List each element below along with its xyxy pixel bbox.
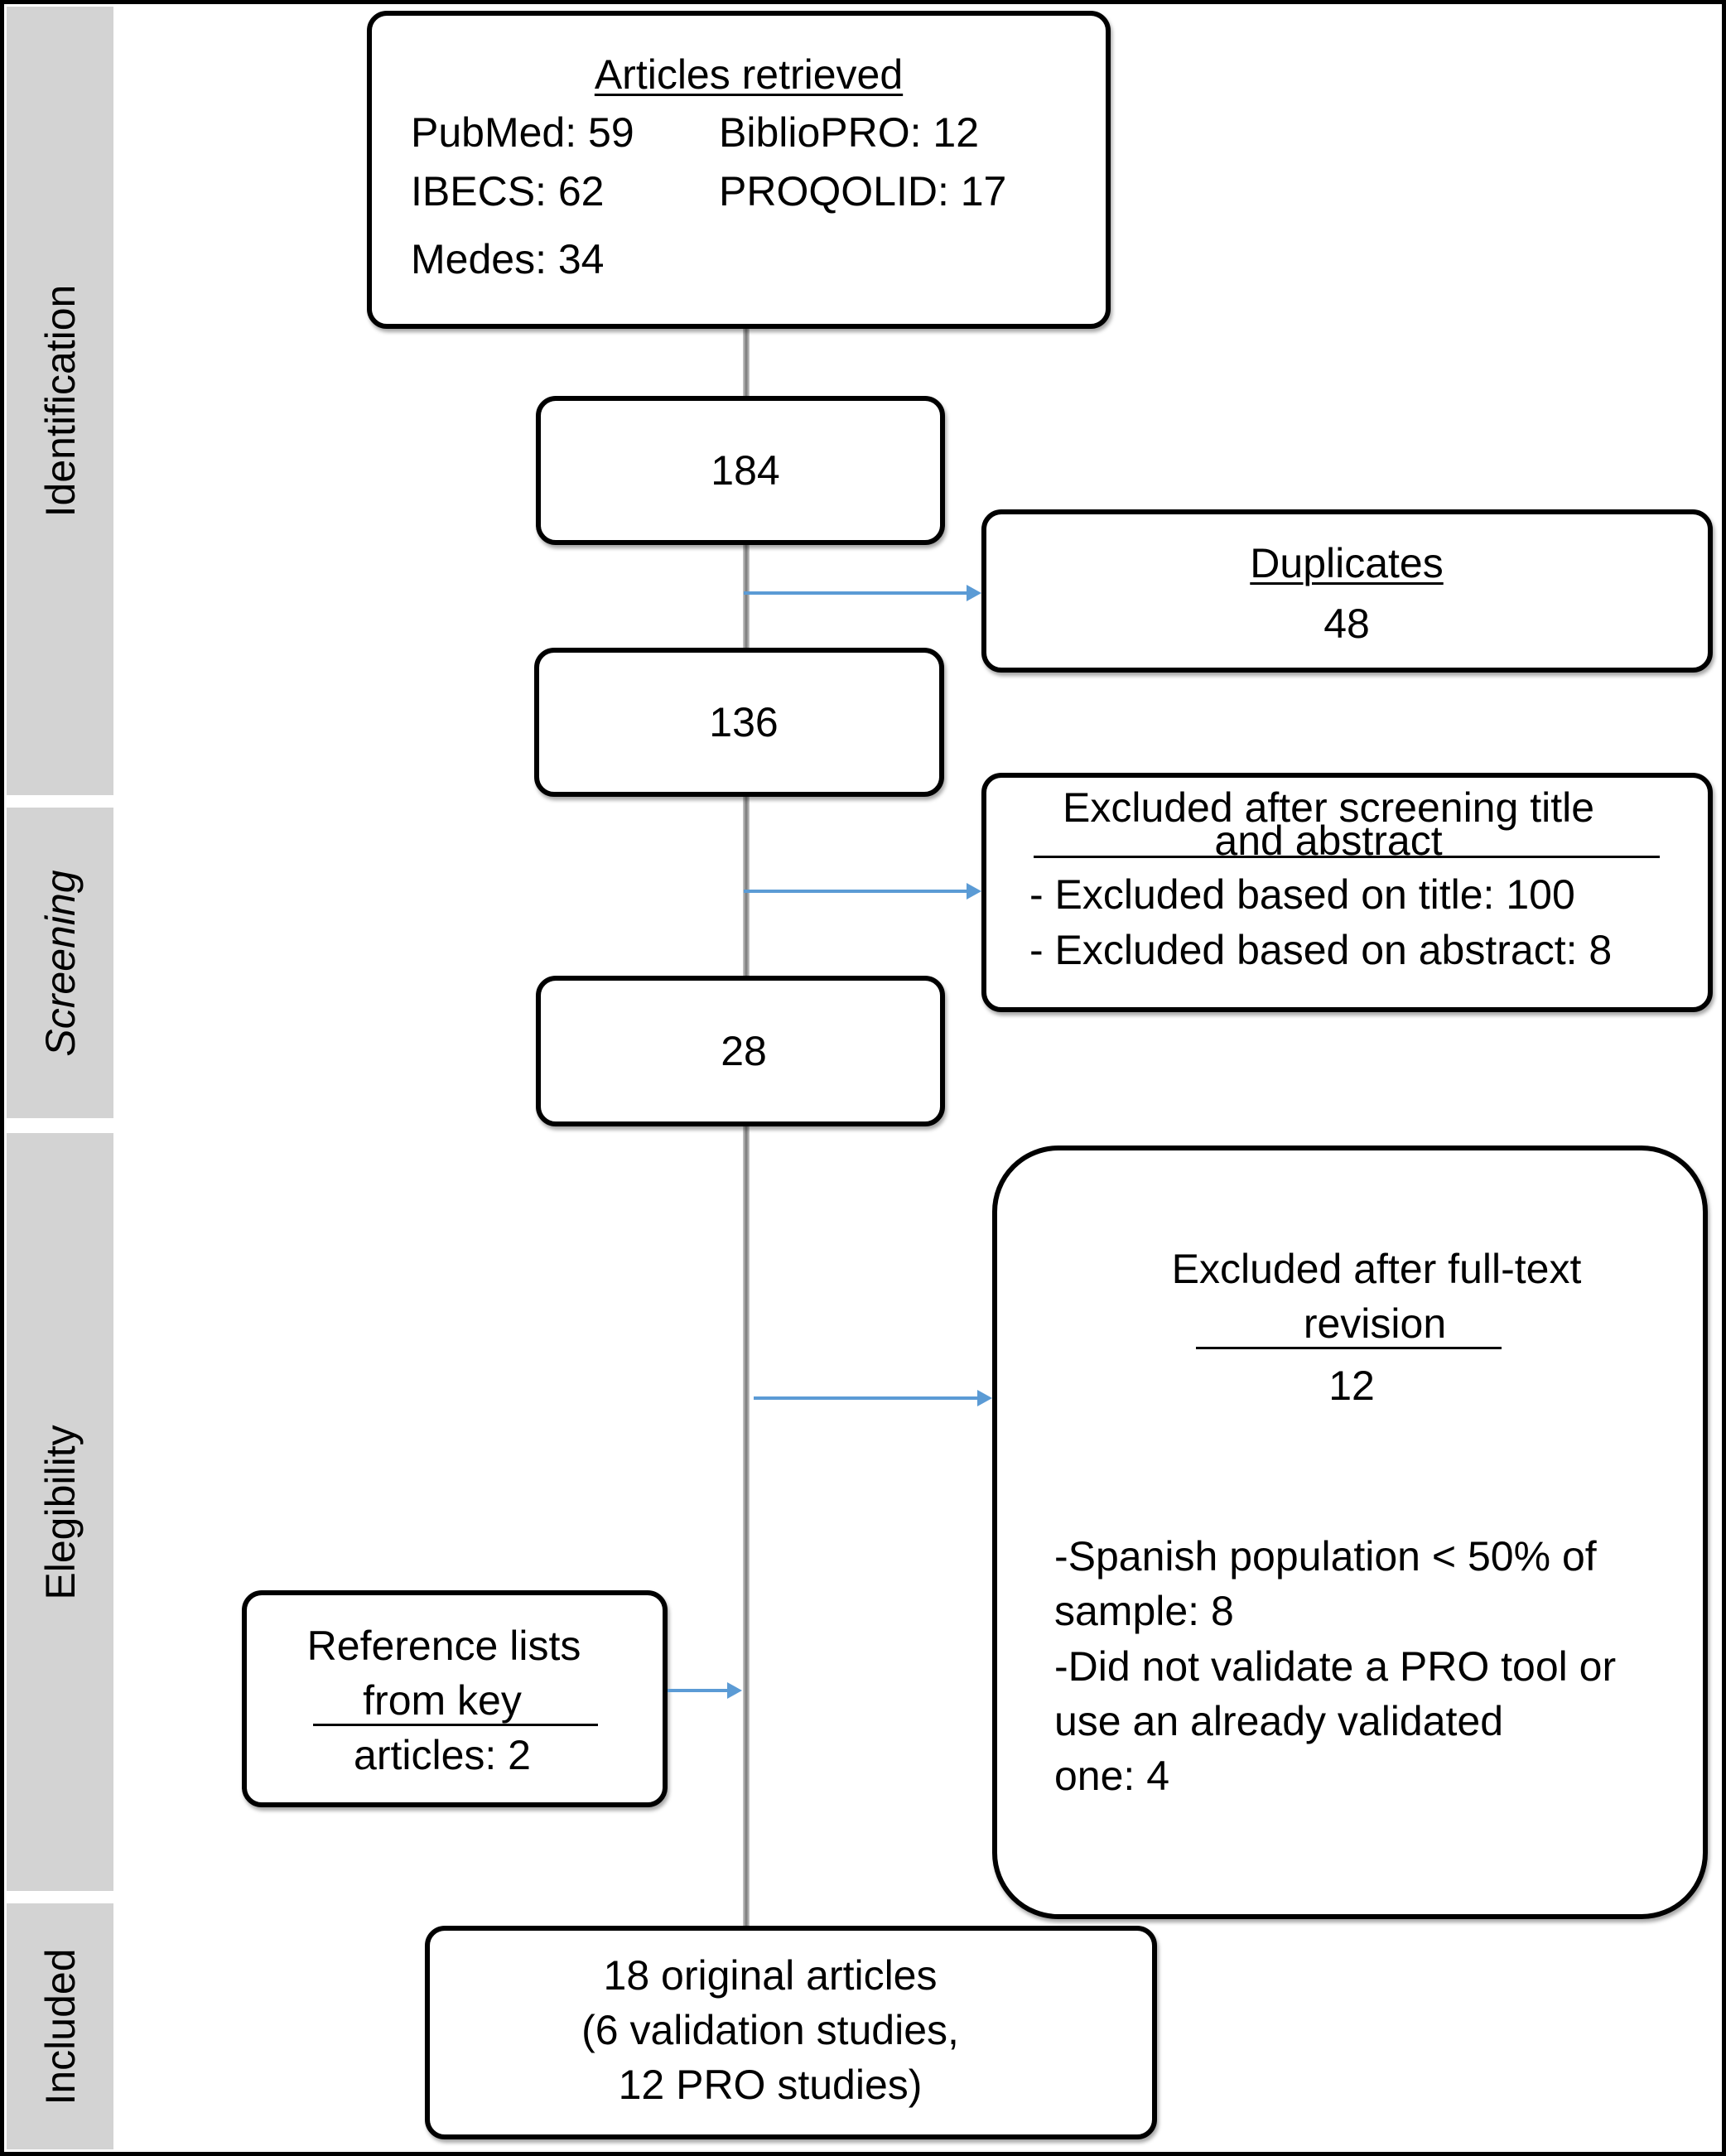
- source-pubmed: PubMed: 59: [411, 109, 634, 156]
- screening-excluded-item-title: - Excluded based on title: 100: [1029, 871, 1575, 918]
- articles-retrieved-title: Articles retrieved: [594, 51, 904, 98]
- duplicates-title: Duplicates: [1250, 540, 1444, 586]
- count-after-retrieval: 184: [711, 447, 780, 494]
- fulltext-title-underline: [1196, 1347, 1502, 1349]
- reference-lists-line-3: articles: 2: [354, 1732, 531, 1778]
- arrow-to-fulltext-excluded: [754, 1390, 992, 1406]
- reference-lists-box: [242, 1590, 668, 1807]
- stage-band-eligibility: Elegibility: [7, 1133, 113, 1891]
- stage-label-eligibility: Elegibility: [36, 1424, 84, 1600]
- duplicates-value: 48: [1323, 600, 1370, 647]
- count-after-duplicates: 136: [709, 699, 779, 745]
- fulltext-excluded-value: 12: [1328, 1363, 1375, 1409]
- screening-title-underline: [1034, 856, 1660, 858]
- source-bibliopro: BiblioPRO: 12: [719, 109, 980, 156]
- fulltext-reason-1-cont: sample: 8: [1054, 1588, 1234, 1634]
- screening-excluded-title-1: Excluded after screening title: [1062, 784, 1595, 831]
- screening-excluded-box: [981, 773, 1713, 1012]
- source-medes: Medes: 34: [411, 236, 605, 282]
- included-line-2: (6 validation studies,: [581, 2007, 959, 2053]
- arrow-to-duplicates: [744, 585, 981, 601]
- fulltext-reason-2-end: one: 4: [1054, 1753, 1170, 1799]
- main-flow-line: [743, 329, 750, 1927]
- duplicates-box: [981, 509, 1713, 673]
- included-line-1: 18 original articles: [603, 1952, 938, 1999]
- arrow-from-reference-lists: [668, 1682, 742, 1699]
- source-ibecs: IBECS: 62: [411, 168, 605, 215]
- count-box-184: [536, 396, 945, 545]
- fulltext-reason-1: -Spanish population < 50% of: [1054, 1533, 1597, 1580]
- fulltext-reason-2-cont: use an already validated: [1054, 1698, 1504, 1744]
- reference-lists-line-2: from key: [363, 1677, 522, 1724]
- stage-label-identification: Identification: [36, 284, 84, 518]
- screening-excluded-item-abstract: - Excluded based on abstract: 8: [1029, 927, 1613, 973]
- included-line-3: 12 PRO studies): [618, 2062, 923, 2108]
- count-box-136: [534, 648, 944, 797]
- fulltext-excluded-title-1: Excluded after full-text: [1171, 1246, 1582, 1292]
- source-proqolid: PROQOLID: 17: [719, 168, 1007, 215]
- fulltext-excluded-box: [992, 1146, 1708, 1919]
- count-after-screening: 28: [721, 1028, 767, 1074]
- included-box: [425, 1926, 1157, 2139]
- screening-excluded-title-2: and abstract: [1214, 818, 1443, 864]
- fulltext-excluded-title-2: revision: [1303, 1300, 1447, 1347]
- articles-retrieved-box: [367, 11, 1111, 329]
- count-box-28: [536, 976, 945, 1126]
- fulltext-reason-2: -Did not validate a PRO tool or: [1054, 1643, 1617, 1690]
- stage-band-included: Included: [7, 1903, 113, 2149]
- stage-band-screening: Screening: [7, 808, 113, 1118]
- reference-lists-line-1: Reference lists: [306, 1623, 581, 1669]
- reference-lists-underline: [313, 1724, 598, 1726]
- stage-label-included: Included: [36, 1947, 84, 2105]
- stage-band-identification: Identification: [7, 7, 113, 795]
- arrow-to-screening-excluded: [744, 883, 981, 900]
- stage-label-screening: Screening: [36, 869, 84, 1057]
